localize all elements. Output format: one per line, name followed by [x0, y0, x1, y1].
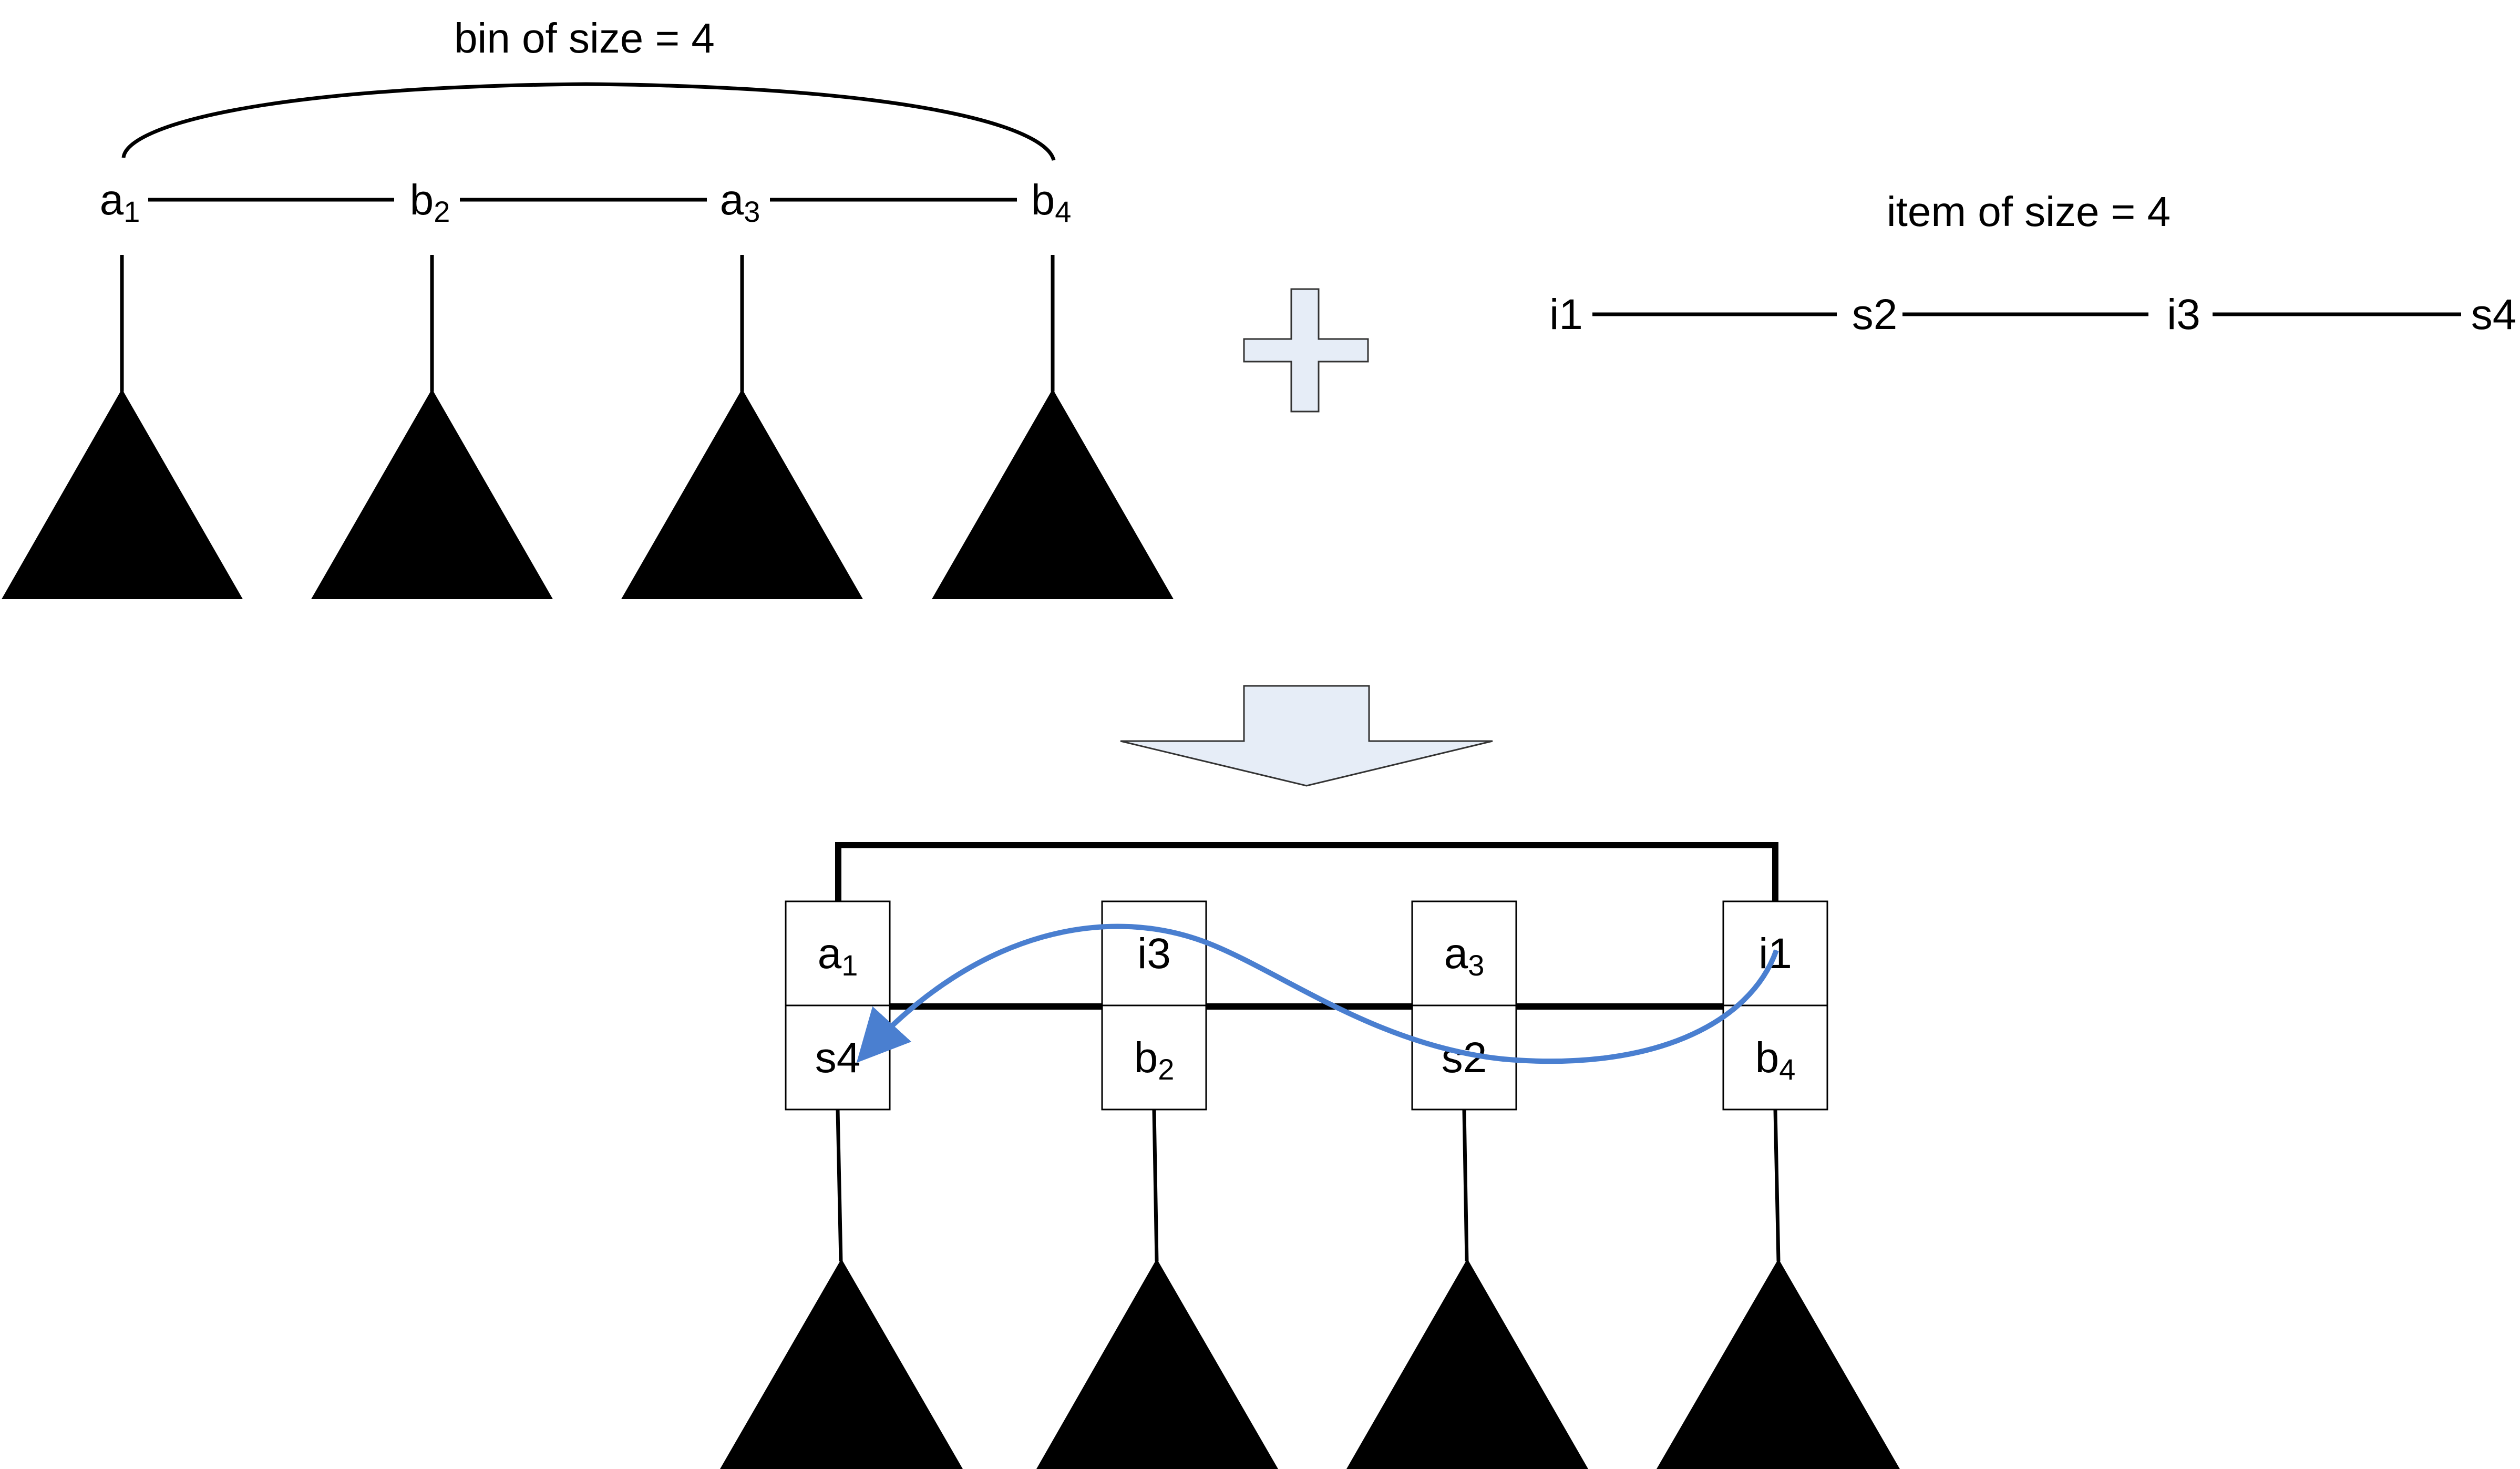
item-node: s4	[2471, 291, 2517, 338]
result-node-top: i3	[1137, 930, 1171, 978]
rotation-arrow	[856, 923, 1779, 1064]
item-node: i1	[1549, 291, 1583, 338]
subtree-stem	[1462, 1110, 1469, 1262]
subtree-triangle	[1346, 1259, 1588, 1469]
result-node-base: b	[1755, 1034, 1780, 1082]
result-node-subscript: 2	[1158, 1053, 1174, 1086]
result-node-subscript: 4	[1779, 1053, 1795, 1086]
item-node: i3	[2167, 291, 2200, 338]
result-node-top: a1	[818, 930, 858, 982]
subtree-triangle	[1657, 1259, 1900, 1469]
bin-node-subscript: 2	[434, 195, 450, 228]
result-cell-bottom	[1722, 1004, 1828, 1111]
bin-node-base: b	[410, 176, 434, 224]
result-node-subscript: 3	[1468, 949, 1484, 982]
result-node-bottom: s4	[815, 1034, 861, 1082]
bin-node-base: a	[720, 176, 744, 224]
plus-icon	[1243, 288, 1369, 413]
result-node-base: i3	[1137, 930, 1171, 978]
result-node-base: b	[1134, 1034, 1158, 1082]
subtree-triangle	[311, 389, 553, 599]
result-node-bottom: b2	[1134, 1034, 1175, 1086]
bin-node-subscript: 3	[744, 195, 760, 228]
bin-node-subscript: 1	[124, 195, 140, 228]
bin-node: a3	[720, 176, 760, 228]
result-node-base: a	[818, 930, 842, 978]
bin-node: a1	[100, 176, 140, 228]
result-node-base: a	[1444, 930, 1468, 978]
bin-bracket	[121, 82, 1056, 161]
subtree-stem	[1773, 1110, 1781, 1262]
down-arrow-icon	[1120, 685, 1493, 787]
result-cell-top	[785, 900, 891, 1006]
bin-size-label: bin of size = 4	[454, 15, 715, 61]
bin-node: b2	[410, 176, 450, 228]
item-node: s2	[1852, 291, 1898, 338]
result-node-subscript: 1	[841, 949, 858, 982]
bin-node-subscript: 4	[1055, 195, 1071, 228]
bin-node: b4	[1031, 176, 1072, 228]
result-cell-top	[1101, 900, 1207, 1006]
result-node-base: s4	[815, 1034, 861, 1082]
bin-node-base: b	[1031, 176, 1055, 224]
result-bracket	[835, 842, 1778, 904]
item-size-label: item of size = 4	[1887, 188, 2171, 235]
result-node-bottom: b4	[1755, 1034, 1796, 1086]
result-cell-top	[1411, 900, 1517, 1006]
subtree-triangle	[621, 389, 863, 599]
result-cell-bottom	[1101, 1004, 1207, 1111]
subtree-triangle	[2, 389, 243, 599]
result-node-top: a3	[1444, 930, 1485, 982]
subtree-stem	[836, 1110, 843, 1262]
bin-node-base: a	[100, 176, 124, 224]
subtree-stem	[1152, 1110, 1159, 1262]
subtree-triangle	[720, 1259, 963, 1469]
subtree-triangle	[932, 389, 1174, 599]
subtree-triangle	[1036, 1259, 1278, 1469]
